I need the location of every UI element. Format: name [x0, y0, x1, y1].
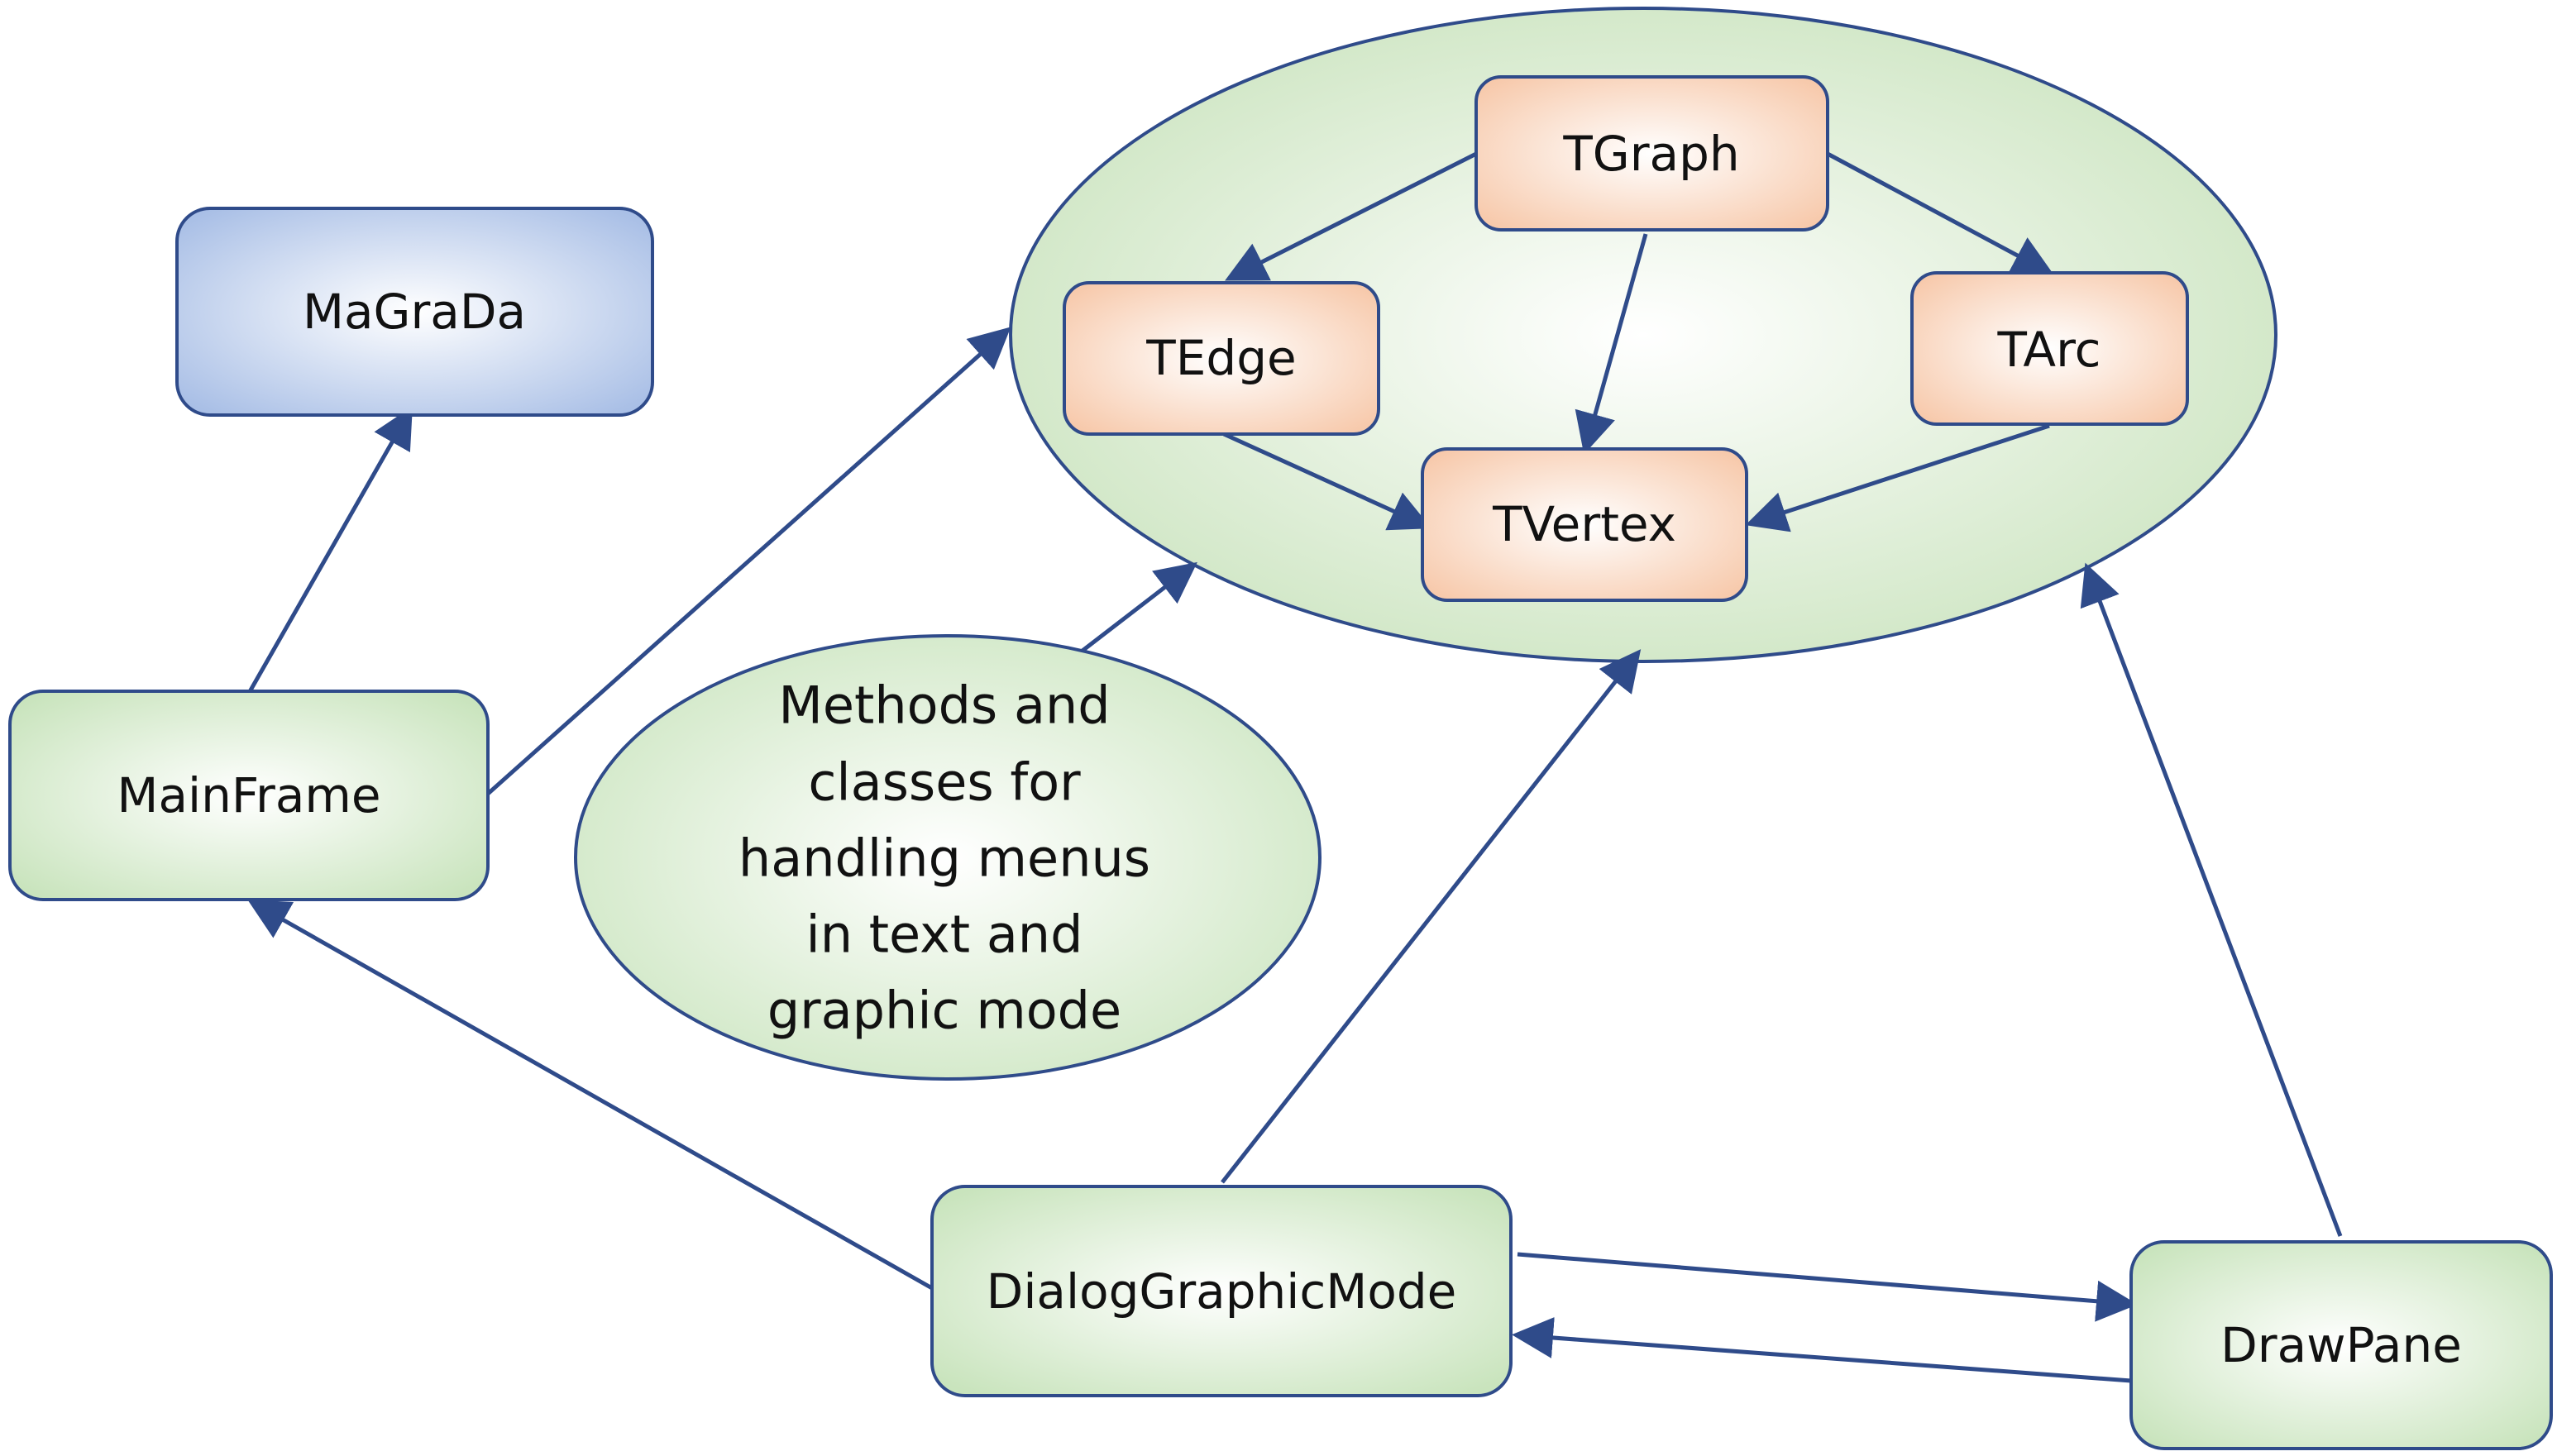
edge-note-ellipse	[1078, 561, 1197, 655]
note-line-2: classes for	[808, 752, 1081, 813]
node-mainframe[interactable]: MainFrame	[8, 690, 490, 901]
node-tgraph-label: TGraph	[1562, 126, 1739, 182]
edge-mainframe-ellipse	[486, 327, 1011, 795]
node-magrada[interactable]: MaGraDa	[175, 207, 654, 417]
edge-tarc-tvertex	[1745, 423, 2050, 532]
note-line-5: graphic mode	[767, 981, 1121, 1041]
node-tarc-label: TArc	[1996, 322, 2101, 378]
node-drawpane[interactable]: DrawPane	[2129, 1240, 2553, 1450]
node-tedge-label: TEdge	[1145, 330, 1296, 386]
note-ellipse: Methods and classes for handling menus i…	[574, 634, 1322, 1081]
note-line-1: Methods and	[778, 675, 1110, 736]
note-line-4: in text and	[806, 905, 1083, 965]
edge-tgraph-tvertex	[1575, 233, 1648, 455]
node-magrada-label: MaGraDa	[303, 284, 526, 340]
edge-mainframe-magrada	[246, 406, 413, 696]
edge-tgraph-tarc	[1826, 151, 2054, 275]
node-tarc[interactable]: TArc	[1910, 271, 2189, 426]
node-dialoggraphicmode[interactable]: DialogGraphicMode	[930, 1185, 1513, 1397]
node-dialoggraphicmode-label: DialogGraphicMode	[987, 1263, 1457, 1320]
node-tvertex-label: TVertex	[1492, 496, 1676, 552]
node-tgraph[interactable]: TGraph	[1474, 75, 1829, 232]
edge-tedge-tvertex	[1222, 432, 1432, 531]
edges	[246, 151, 2343, 1383]
note-line-3: handling menus	[738, 828, 1150, 889]
edge-dialog-ellipse	[1221, 649, 1642, 1184]
node-tedge[interactable]: TEdge	[1063, 281, 1380, 436]
node-mainframe-label: MainFrame	[117, 767, 380, 823]
edge-tgraph-tedge	[1225, 151, 1478, 281]
edge-dialog-drawpane	[1517, 1252, 2138, 1322]
node-drawpane-label: DrawPane	[2220, 1317, 2462, 1373]
edge-drawpane-dialog	[1512, 1317, 2132, 1383]
node-tvertex[interactable]: TVertex	[1421, 447, 1748, 602]
edge-dialog-mainframe	[247, 900, 934, 1291]
edge-drawpane-ellipse	[2080, 562, 2343, 1237]
